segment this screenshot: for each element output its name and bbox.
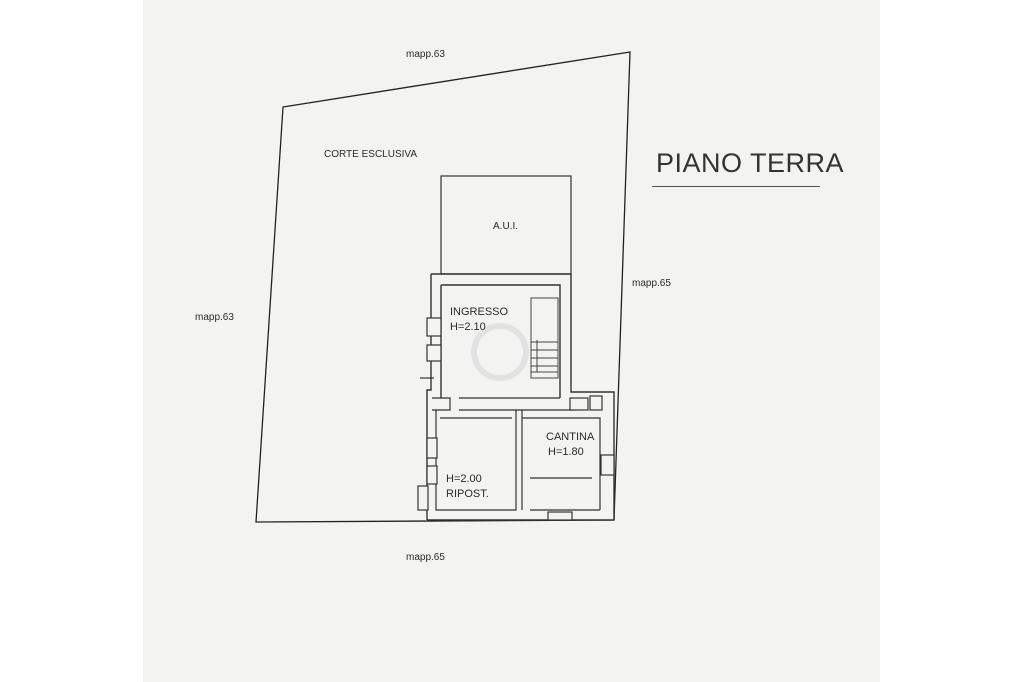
stair [530, 297, 559, 379]
room-cantina-height: H=1.80 [548, 446, 584, 458]
room-ingresso-height: H=2.10 [450, 321, 486, 333]
room-cantina-name: CANTINA [546, 431, 595, 443]
wall-openings [417, 317, 615, 521]
floor-plan-sheet [143, 0, 880, 682]
title-underline [652, 186, 820, 187]
room-ripost-height: H=2.00 [446, 473, 482, 485]
courtyard-label: CORTE ESCLUSIVA [324, 149, 417, 160]
aui-label: A.U.I. [493, 221, 519, 232]
parcel-label-south: mapp.65 [406, 552, 445, 563]
watermark-mark [471, 323, 529, 381]
parcel-label-east: mapp.65 [632, 278, 671, 289]
sheet-title: PIANO TERRA [656, 148, 845, 178]
room-ingresso-name: INGRESSO [450, 306, 509, 318]
room-ripost-name: RIPOST. [446, 488, 489, 500]
parcel-label-north: mapp.63 [406, 49, 445, 60]
interior-partitions [432, 397, 601, 511]
parcel-label-west: mapp.63 [195, 312, 234, 323]
